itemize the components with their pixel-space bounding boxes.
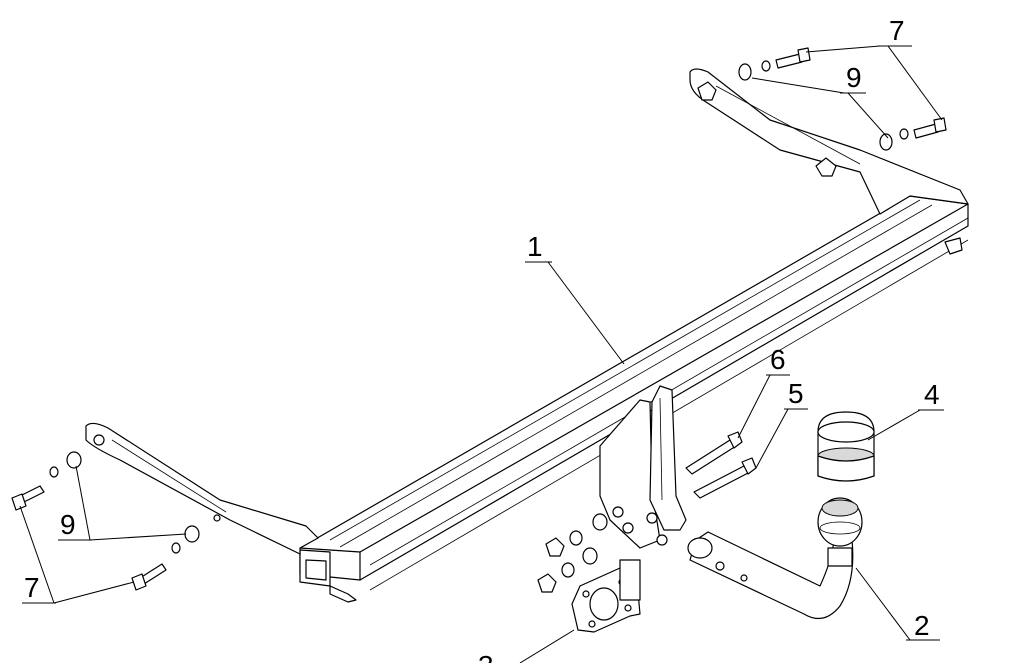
label-part-5: 5: [788, 378, 804, 409]
bolt-5: [693, 457, 757, 499]
label-part-9-left: 9: [60, 509, 76, 540]
label-part-7-top: 7: [889, 15, 905, 46]
left-side-bracket: [85, 422, 319, 555]
label-part-3: 3: [478, 650, 494, 663]
bolt-6: [685, 431, 743, 475]
right-side-bracket: [689, 68, 969, 215]
label-part-1: 1: [527, 231, 543, 262]
top-fastener-lower: [879, 117, 947, 151]
label-part-9-top: 9: [846, 62, 862, 93]
label-part-7-left: 7: [24, 572, 40, 603]
centre-mount-bracket: [599, 385, 687, 549]
ball-cap: [817, 411, 875, 482]
centre-fasteners: [537, 513, 608, 593]
socket-plate: [571, 559, 641, 633]
label-part-2: 2: [914, 610, 930, 641]
left-fastener-upper: [11, 451, 82, 511]
part-labels: 1 2 3 4 5 6 7 9 9 7: [24, 15, 940, 663]
tow-ball-neck: [687, 497, 863, 620]
leader-lines: [19, 45, 944, 663]
label-part-6: 6: [770, 344, 786, 375]
label-part-4: 4: [924, 379, 940, 410]
left-fastener-lower: [131, 525, 200, 591]
top-fastener-upper: [738, 47, 811, 81]
